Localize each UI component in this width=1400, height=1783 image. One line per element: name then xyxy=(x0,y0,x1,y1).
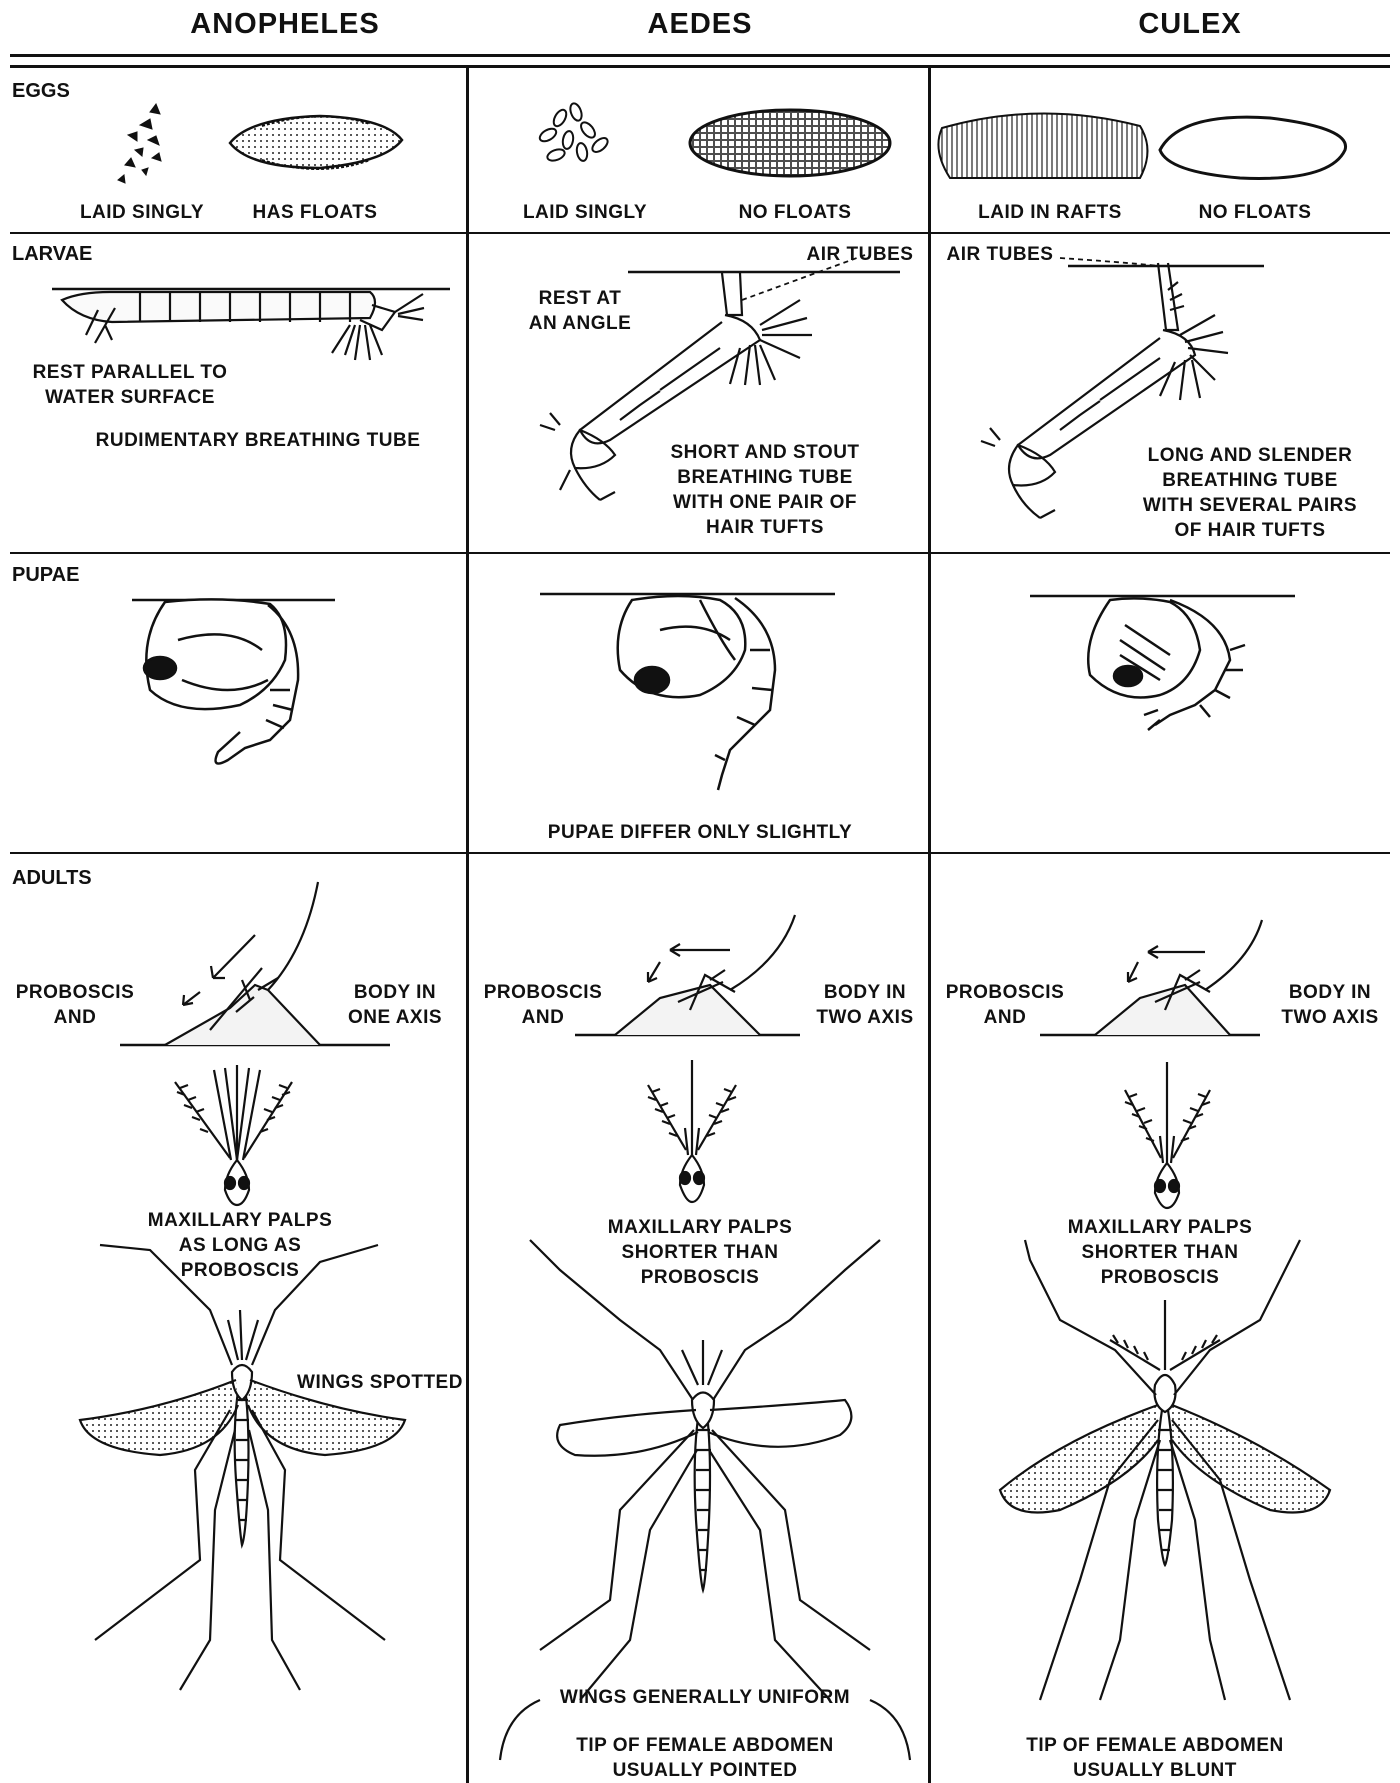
aedes-pupa-icon xyxy=(540,594,835,790)
anopheles-larva-rest-label: REST PARALLEL TO WATER SURFACE xyxy=(20,360,240,410)
aedes-wings-label: WINGS GENERALLY UNIFORM xyxy=(545,1685,865,1710)
anopheles-wings-label: WINGS SPOTTED xyxy=(290,1370,470,1395)
aedes-larva-tube-label: SHORT AND STOUT BREATHING TUBE WITH ONE … xyxy=(650,440,880,540)
pupae-note-label: PUPAE DIFFER ONLY SLIGHTLY xyxy=(520,820,880,845)
aedes-eggs-laid-label: LAID SINGLY xyxy=(505,200,665,225)
aedes-profile-icon xyxy=(575,915,800,1035)
culex-body-label: BODY IN TWO AXIS xyxy=(1270,980,1390,1030)
anopheles-body-label: BODY IN ONE AXIS xyxy=(335,980,455,1030)
culex-larva-tube-label: LONG AND SLENDER BREATHING TUBE WITH SEV… xyxy=(1125,443,1375,543)
anopheles-larva-tube-label: RUDIMENTARY BREATHING TUBE xyxy=(78,428,438,453)
anopheles-eggs-single-icon xyxy=(118,104,161,183)
culex-eggs-laid-label: LAID IN RAFTS xyxy=(965,200,1135,225)
anopheles-proboscis-label: PROBOSCIS AND xyxy=(10,980,140,1030)
aedes-larva-rest-label: REST AT AN ANGLE xyxy=(510,286,650,336)
anopheles-adult-icon xyxy=(80,1245,405,1690)
aedes-proboscis-label: PROBOSCIS AND xyxy=(478,980,608,1030)
aedes-eggs-floats-label: NO FLOATS xyxy=(720,200,870,225)
aedes-palps-label: MAXILLARY PALPS SHORTER THAN PROBOSCIS xyxy=(590,1215,810,1290)
culex-eggs-floats-label: NO FLOATS xyxy=(1180,200,1330,225)
anopheles-larva-icon xyxy=(52,289,450,360)
culex-egg-raft-icon xyxy=(938,113,1147,178)
aedes-egg-no-float-icon xyxy=(690,110,890,176)
culex-profile-icon xyxy=(1040,920,1262,1035)
culex-head-icon xyxy=(1125,1062,1210,1208)
culex-adult-icon xyxy=(1000,1240,1330,1700)
aedes-tip-label: TIP OF FEMALE ABDOMEN USUALLY POINTED xyxy=(560,1733,850,1783)
culex-tip-label: TIP OF FEMALE ABDOMEN USUALLY BLUNT xyxy=(1010,1733,1300,1783)
anopheles-pupa-icon xyxy=(132,599,335,763)
anopheles-eggs-laid-label: LAID SINGLY xyxy=(62,200,222,225)
anopheles-eggs-floats-label: HAS FLOATS xyxy=(240,200,390,225)
aedes-head-icon xyxy=(648,1060,736,1202)
culex-pupa-icon xyxy=(1030,596,1295,730)
culex-egg-single-icon xyxy=(1160,117,1346,178)
anopheles-head-icon xyxy=(175,1065,292,1205)
culex-palps-label: MAXILLARY PALPS SHORTER THAN PROBOSCIS xyxy=(1050,1215,1270,1290)
aedes-air-tubes-label: AIR TUBES xyxy=(800,242,920,267)
aedes-adult-icon xyxy=(530,1240,880,1700)
aedes-body-label: BODY IN TWO AXIS xyxy=(805,980,925,1030)
culex-air-tubes-label: AIR TUBES xyxy=(940,242,1060,267)
anopheles-egg-float-icon xyxy=(230,116,402,169)
anopheles-palps-label: MAXILLARY PALPS AS LONG AS PROBOSCIS xyxy=(130,1208,350,1283)
culex-proboscis-label: PROBOSCIS AND xyxy=(940,980,1070,1030)
aedes-eggs-single-icon xyxy=(538,102,610,163)
